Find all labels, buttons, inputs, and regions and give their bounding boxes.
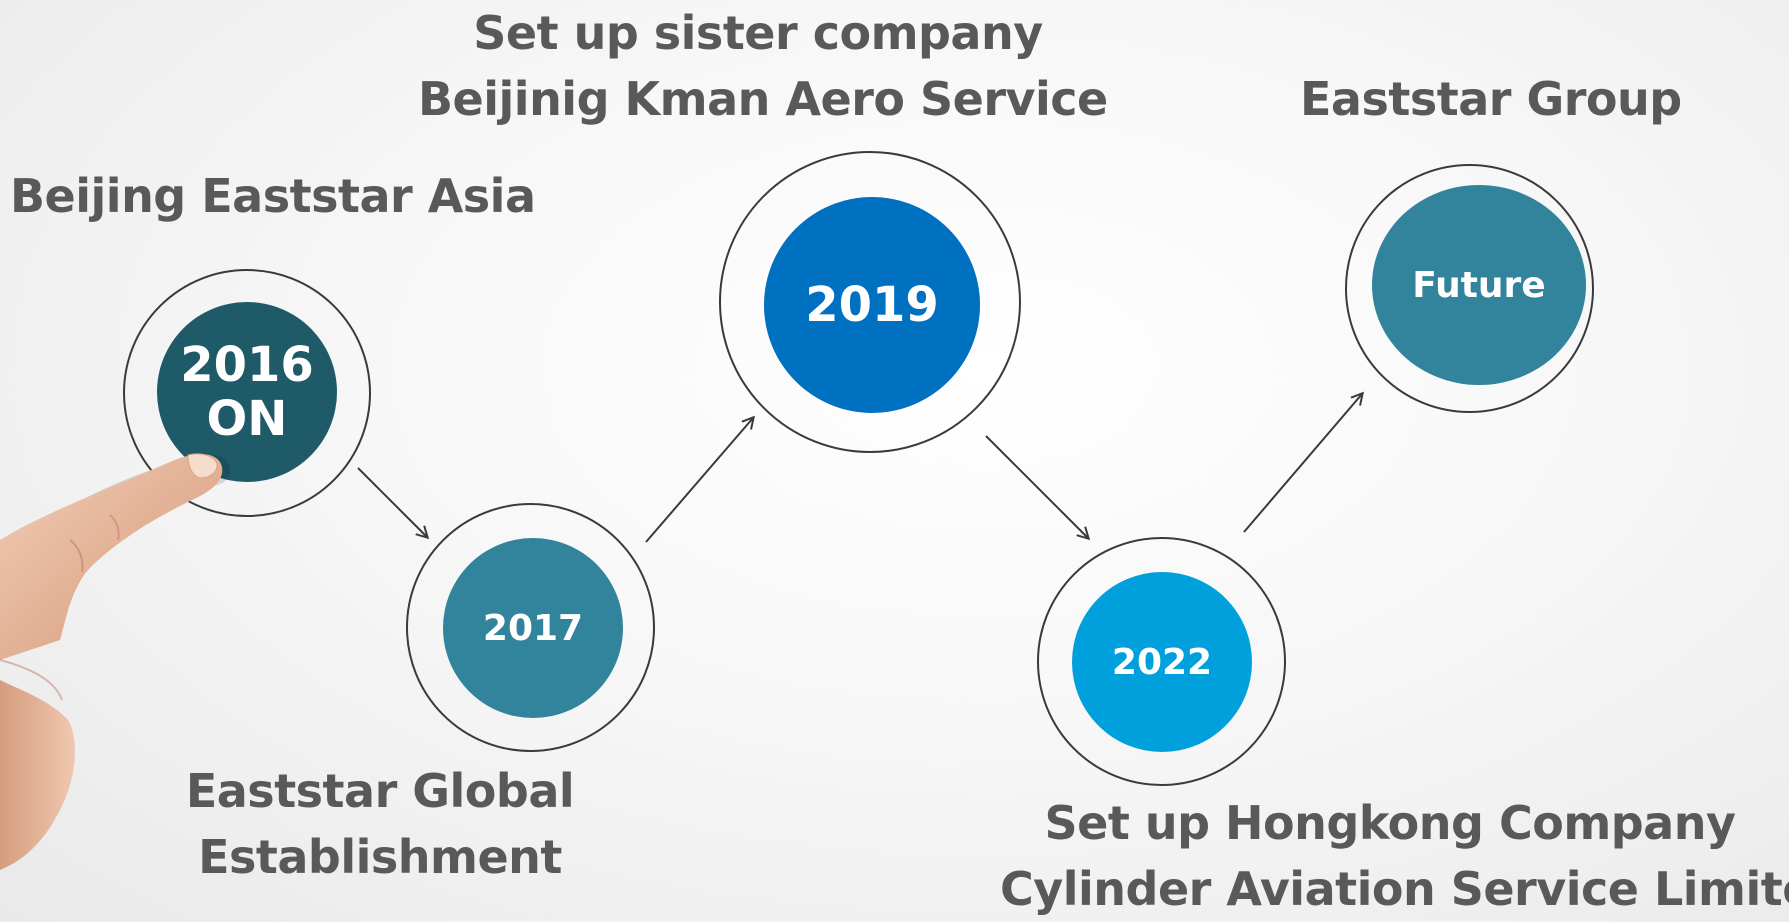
caption-2017-line-2: Establishment [198,830,562,884]
milestone-2016-ring [123,269,371,517]
milestone-2022-ring [1037,537,1286,786]
milestone-2019-ring [719,151,1021,453]
milestone-2017-ring [406,503,655,752]
milestone-2016-year: 2016 [180,337,314,393]
caption-2017-line-1: Eaststar Global [185,764,575,818]
milestone-2019-disc: 2019 [764,197,980,413]
milestone-2019-year: 2019 [805,277,939,333]
milestone-2016-disc: 2016 ON [157,302,337,482]
milestone-2022-disc: 2022 [1072,572,1252,752]
arrow-2016-to-2017 [357,467,427,537]
pointing-hand-icon [0,453,230,870]
milestone-2016-suffix: ON [206,391,288,447]
caption-2019-line-2: Beijinig Kman Aero Service [418,72,1108,126]
arrow-2017-to-2019 [645,418,753,543]
milestone-future-disc: Future [1372,185,1586,385]
milestone-2017-year: 2017 [482,607,584,649]
caption-2017: Eaststar Global Establishment [180,758,580,890]
caption-2022: Set up Hongkong Company Cylinder Aviatio… [1000,790,1789,922]
caption-2022-line-2: Cylinder Aviation Service Limited [1000,862,1789,916]
caption-future: Eaststar Group [1300,72,1682,126]
milestone-2022-year: 2022 [1111,641,1213,683]
milestone-future-ring [1345,164,1594,413]
milestone-2017-disc: 2017 [443,538,623,718]
caption-2019-line-1: Set up sister company [473,6,1043,60]
caption-2019: Set up sister company Beijinig Kman Aero… [418,0,1108,132]
arrow-2019-to-2022 [985,435,1088,538]
milestone-future-label: Future [1412,264,1546,306]
caption-2016: Beijing Eaststar Asia [10,169,536,223]
arrow-2022-to-future [1243,394,1362,533]
caption-2022-line-1: Set up Hongkong Company [1044,796,1736,850]
